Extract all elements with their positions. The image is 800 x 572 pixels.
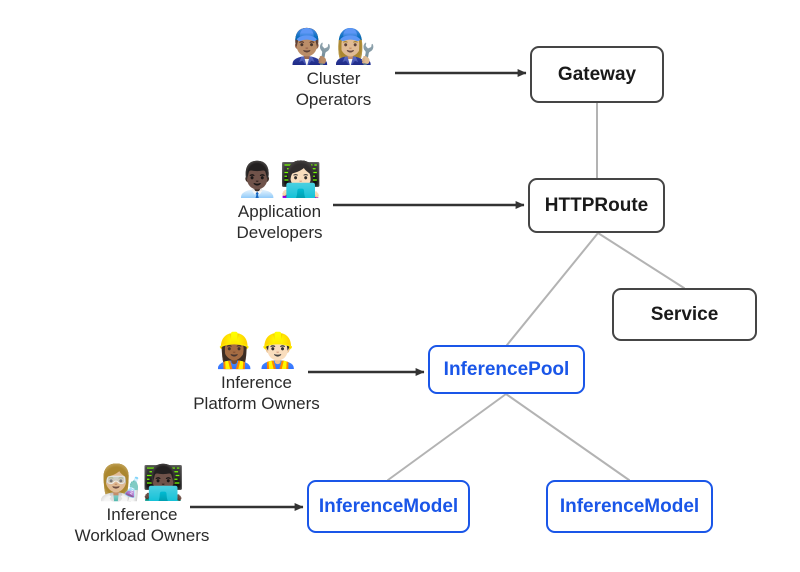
node-httproute[interactable]: HTTPRoute bbox=[528, 178, 665, 233]
man-office-worker-icon: 👨🏿‍💼👩🏻‍💻 bbox=[236, 160, 323, 200]
woman-construction-worker-icon: 👷🏾‍♀️👷🏻‍♂️ bbox=[213, 331, 300, 371]
node-label-inferencepool: InferencePool bbox=[443, 359, 570, 380]
persona-label-inference-workload-owners: Inference Workload Owners bbox=[74, 504, 210, 545]
persona-label-cluster-operators: Cluster Operators bbox=[295, 68, 372, 109]
node-label-model-right: InferenceModel bbox=[559, 496, 700, 517]
connector-httproute-to-service bbox=[597, 232, 685, 289]
persona-application-developers: 👨🏿‍💼👩🏻‍💻Application Developers bbox=[213, 160, 346, 243]
persona-label-inference-platform-owners: Inference Platform Owners bbox=[193, 372, 320, 413]
node-model-right[interactable]: InferenceModel bbox=[546, 480, 713, 533]
man-mechanic-icon: 👨🏽‍🔧👩🏼‍🔧 bbox=[290, 27, 377, 67]
persona-cluster-operators: 👨🏽‍🔧👩🏼‍🔧Cluster Operators bbox=[276, 27, 391, 110]
node-model-left[interactable]: InferenceModel bbox=[307, 480, 470, 533]
node-label-httproute: HTTPRoute bbox=[544, 195, 649, 216]
node-service[interactable]: Service bbox=[612, 288, 757, 341]
node-label-model-left: InferenceModel bbox=[318, 496, 459, 517]
node-label-gateway: Gateway bbox=[557, 64, 637, 85]
woman-scientist-icon: 👩🏼‍🔬👨🏿‍💻 bbox=[98, 463, 186, 503]
persona-inference-workload-owners: 👩🏼‍🔬👨🏿‍💻Inference Workload Owners bbox=[52, 463, 232, 546]
persona-arrows bbox=[190, 69, 527, 511]
node-gateway[interactable]: Gateway bbox=[530, 46, 664, 103]
connector-inferencepool-to-model-right bbox=[505, 393, 630, 481]
node-inferencepool[interactable]: InferencePool bbox=[428, 345, 585, 394]
node-label-service: Service bbox=[650, 304, 719, 325]
connector-inferencepool-to-model-left bbox=[387, 393, 507, 481]
persona-label-application-developers: Application Developers bbox=[236, 201, 323, 242]
persona-inference-platform-owners: 👷🏾‍♀️👷🏻‍♂️Inference Platform Owners bbox=[169, 331, 344, 414]
connector-httproute-to-inferencepool bbox=[506, 232, 599, 346]
